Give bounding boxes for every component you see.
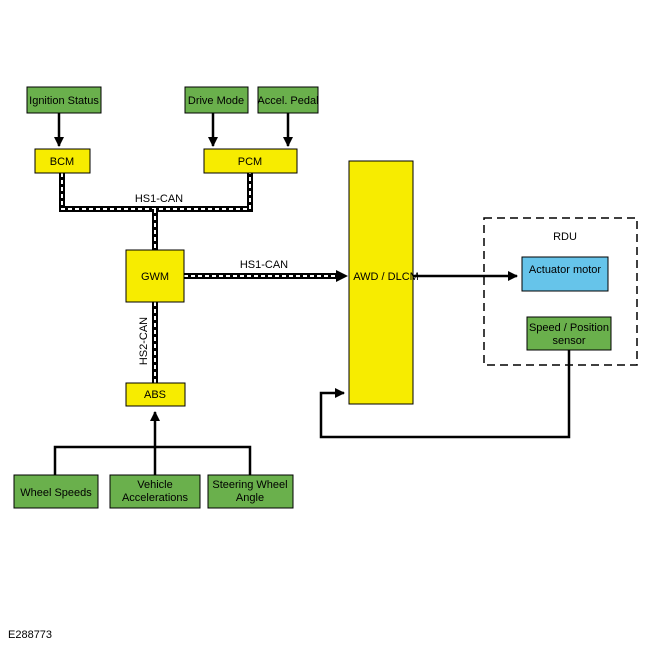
ignition-status-label: Ignition Status — [29, 95, 99, 107]
actuator-motor-label: Actuator motor — [529, 264, 601, 276]
bcm-label: BCM — [50, 156, 74, 168]
accel-pedal-box: Accel. Pedal — [257, 86, 319, 114]
rdu-title: RDU — [553, 231, 577, 243]
drive-mode-box: Drive Mode — [184, 86, 249, 114]
steering-wheel-angle-label-2: Angle — [236, 492, 264, 504]
wire-wheel-speeds-abs — [53, 445, 252, 475]
steering-wheel-angle-label-1: Steering Wheel — [212, 479, 287, 491]
speed-position-sensor-label-1: Speed / Position — [529, 322, 609, 334]
gwm-box: GWM — [125, 249, 185, 303]
vehicle-accelerations-label-2: Accelerations — [122, 492, 189, 504]
wires — [53, 113, 571, 475]
wheel-speeds-box: Wheel Speeds — [13, 474, 99, 509]
gwm-label: GWM — [141, 271, 169, 283]
hs1-can-label-right: HS1-CAN — [240, 259, 288, 271]
pcm-box: PCM — [203, 148, 298, 174]
vehicle-accelerations-label-1: Vehicle — [137, 479, 172, 491]
bcm-box: BCM — [34, 148, 91, 174]
ignition-status-box: Ignition Status — [26, 86, 102, 114]
actuator-motor-box: Actuator motor — [521, 256, 609, 292]
wheel-speeds-label: Wheel Speeds — [20, 487, 92, 499]
speed-position-sensor-box: Speed / Position sensor — [526, 316, 612, 351]
rdu-boundary — [483, 217, 638, 366]
drive-mode-label: Drive Mode — [188, 95, 244, 107]
can-bus-hs1-right — [184, 270, 348, 282]
vehicle-accelerations-box: Vehicle Accelerations — [109, 474, 201, 509]
awd-dlcm-box: AWD / DLCM — [348, 160, 419, 405]
steering-wheel-angle-box: Steering Wheel Angle — [207, 474, 294, 509]
awd-dlcm-label: AWD / DLCM — [353, 271, 419, 283]
abs-label: ABS — [144, 389, 166, 401]
hs2-can-label: HS2-CAN — [138, 317, 150, 365]
speed-position-sensor-label-2: sensor — [552, 335, 585, 347]
can-bus-hs1-top — [59, 173, 253, 250]
figure-id: E288773 — [8, 629, 52, 641]
pcm-label: PCM — [238, 156, 262, 168]
hs1-can-label-top: HS1-CAN — [135, 193, 183, 205]
wire-sensor-feedback — [319, 350, 571, 439]
accel-pedal-label: Accel. Pedal — [257, 95, 318, 107]
abs-box: ABS — [125, 382, 186, 407]
